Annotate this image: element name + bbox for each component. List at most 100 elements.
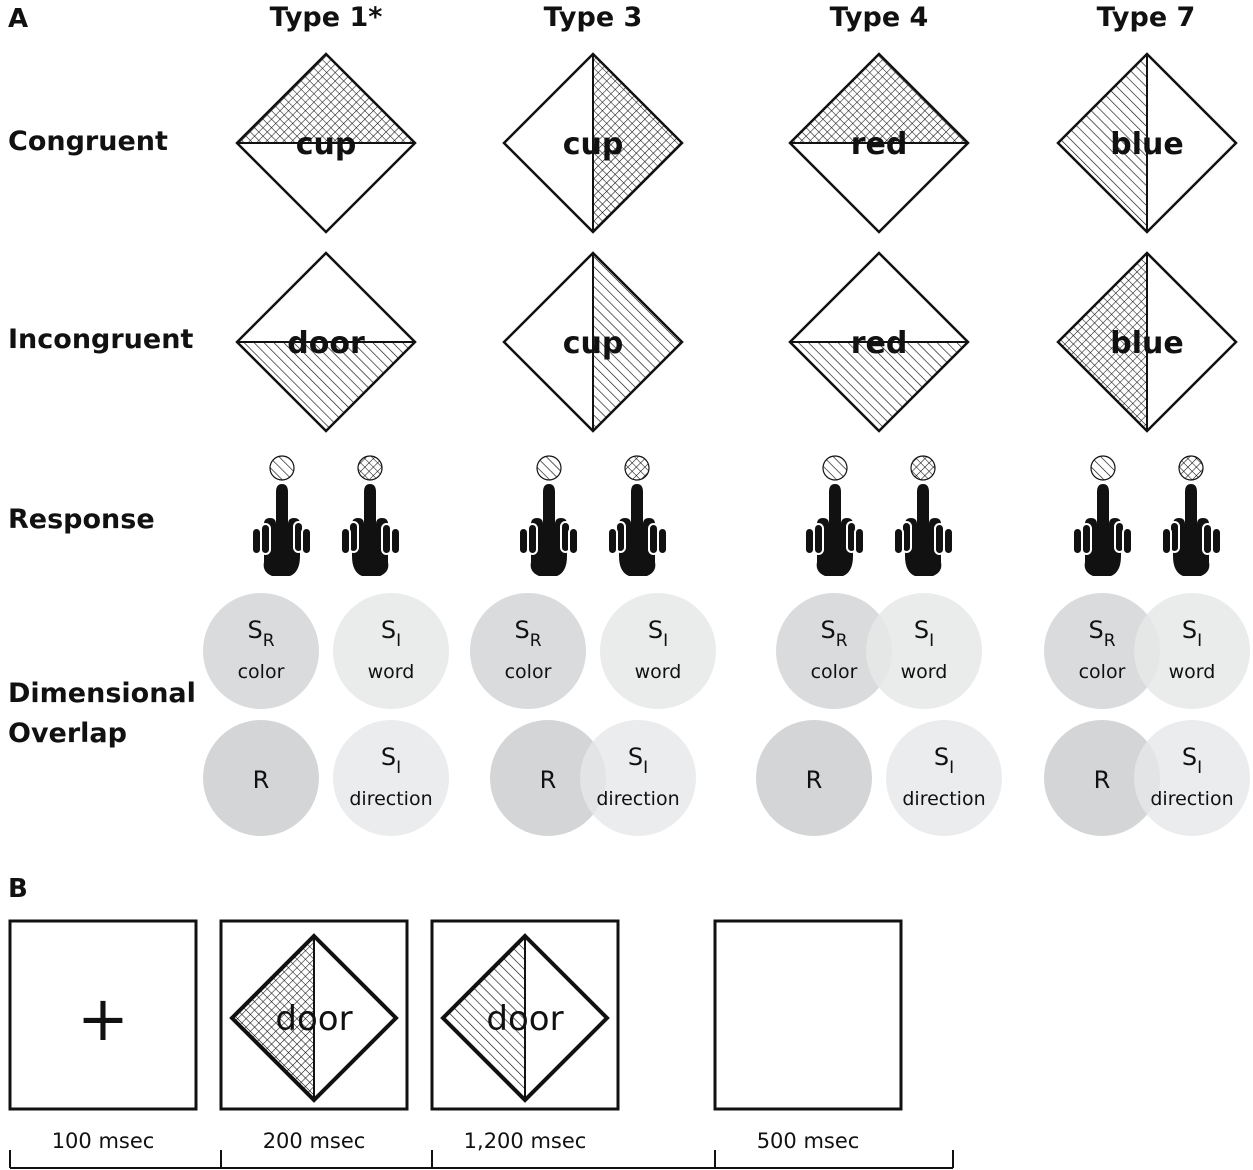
circle-dimension-name: color <box>1079 661 1126 683</box>
circle-dimension-name: color <box>811 661 858 683</box>
circle-dimension-name: direction <box>596 788 679 810</box>
pattern-half <box>593 253 682 431</box>
duration-label: 500 msec <box>757 1129 860 1153</box>
pattern-half <box>232 936 314 1100</box>
r-circle <box>756 720 872 836</box>
si-direction-circle <box>886 720 1002 836</box>
right-hand-icon <box>607 483 668 577</box>
circle-symbol: R <box>253 766 270 794</box>
left-hand-icon <box>1072 483 1133 577</box>
stimulus-incongruent-1: door <box>235 251 417 433</box>
stimulus-outline: door <box>229 933 399 1103</box>
pattern-half <box>790 342 968 431</box>
row-label-congruent: Congruent <box>8 126 168 157</box>
pattern-half <box>443 936 525 1100</box>
response-key-crosshatch-icon <box>624 455 650 481</box>
circle-dimension-name: color <box>238 661 285 683</box>
circle-symbol: R <box>806 766 823 794</box>
stimulus-word: cup <box>296 127 357 162</box>
trial-frame-2: door 200 msec <box>219 919 409 1153</box>
sr-color-circle <box>1044 593 1160 709</box>
pattern-half <box>593 54 682 232</box>
r-circle <box>203 720 319 836</box>
circle-dimension-name: direction <box>1150 788 1233 810</box>
right-hand-icon <box>893 483 954 577</box>
circle-symbol: SR <box>820 616 847 651</box>
circle-dimension-name: color <box>505 661 552 683</box>
circle-dimension-name: word <box>1169 661 1216 683</box>
si-word-circle <box>1134 593 1250 709</box>
stimulus-word: red <box>851 326 908 361</box>
row-label-response: Response <box>8 504 155 535</box>
r-circle <box>1044 720 1160 836</box>
column-header-type7: Type 7 <box>1096 2 1196 33</box>
response-key-diagonal-icon <box>822 455 848 481</box>
circle-symbol: SI <box>381 616 401 651</box>
duration-label: 100 msec <box>52 1129 155 1153</box>
circle-symbol: SI <box>1182 616 1202 651</box>
stimulus-word: door <box>486 999 563 1039</box>
pattern-half <box>790 54 968 143</box>
column-header-type4: Type 4 <box>829 2 929 33</box>
frame-border <box>8 919 198 1111</box>
stimulus-congruent-2: cup <box>502 52 684 234</box>
circle-symbol: SI <box>648 616 668 651</box>
left-hand-icon <box>518 483 579 577</box>
pattern-half <box>237 342 415 431</box>
trial-frame-1: +100 msec <box>8 919 198 1153</box>
fixation-cross: + <box>77 982 129 1055</box>
diamond-outline <box>502 52 684 234</box>
column-header-type1: Type 1* <box>269 2 383 33</box>
frame-border <box>713 919 903 1111</box>
response-key-diagonal-icon <box>269 455 295 481</box>
diamond-outline <box>1056 251 1238 433</box>
stimulus-congruent-3: red <box>788 52 970 234</box>
right-hand-icon <box>340 483 401 577</box>
response-key-crosshatch-icon <box>357 455 383 481</box>
trial-frame-3: door 1,200 msec <box>430 919 620 1153</box>
response-key-crosshatch-icon <box>1178 455 1204 481</box>
frame-border <box>219 919 409 1111</box>
r-circle <box>490 720 606 836</box>
circle-dimension-name: direction <box>349 788 432 810</box>
panel-label-b: B <box>8 874 28 904</box>
diamond-outline <box>788 52 970 234</box>
response-key-diagonal-icon <box>1090 455 1116 481</box>
row-label-dimensional: Dimensional <box>8 678 196 709</box>
frame-border <box>430 919 620 1111</box>
pattern-half <box>1058 54 1147 232</box>
circle-symbol: SI <box>1182 743 1202 778</box>
stimulus-word: red <box>851 127 908 162</box>
circle-symbol: SI <box>914 616 934 651</box>
circle-dimension-name: direction <box>902 788 985 810</box>
row-label-incongruent: Incongruent <box>8 324 194 355</box>
trial-frame-4: 500 msec <box>713 919 903 1153</box>
si-direction-circle <box>580 720 696 836</box>
si-word-circle <box>866 593 982 709</box>
duration-label: 200 msec <box>263 1129 366 1153</box>
response-key-diagonal-icon <box>536 455 562 481</box>
pattern-half <box>1058 253 1147 431</box>
circle-symbol: SI <box>628 743 648 778</box>
diamond-outline <box>1056 52 1238 234</box>
left-hand-icon <box>804 483 865 577</box>
stimulus-word: blue <box>1110 127 1183 162</box>
stimulus-congruent-1: cup <box>235 52 417 234</box>
circle-symbol: SI <box>381 743 401 778</box>
diamond-outline <box>229 933 399 1103</box>
response-group-4 <box>1072 455 1222 577</box>
stimulus-word: cup <box>563 326 624 361</box>
circle-symbol: SR <box>514 616 541 651</box>
si-word-circle <box>600 593 716 709</box>
diamond-outline <box>440 933 610 1103</box>
stimulus-incongruent-2: cup <box>502 251 684 433</box>
stimulus-filled: door <box>440 933 610 1103</box>
stimulus-incongruent-4: blue <box>1056 251 1238 433</box>
panel-label-a: A <box>8 4 29 34</box>
sr-color-circle <box>776 593 892 709</box>
duration-label: 1,200 msec <box>464 1129 587 1153</box>
pattern-half <box>237 54 415 143</box>
response-group-1 <box>251 455 401 577</box>
